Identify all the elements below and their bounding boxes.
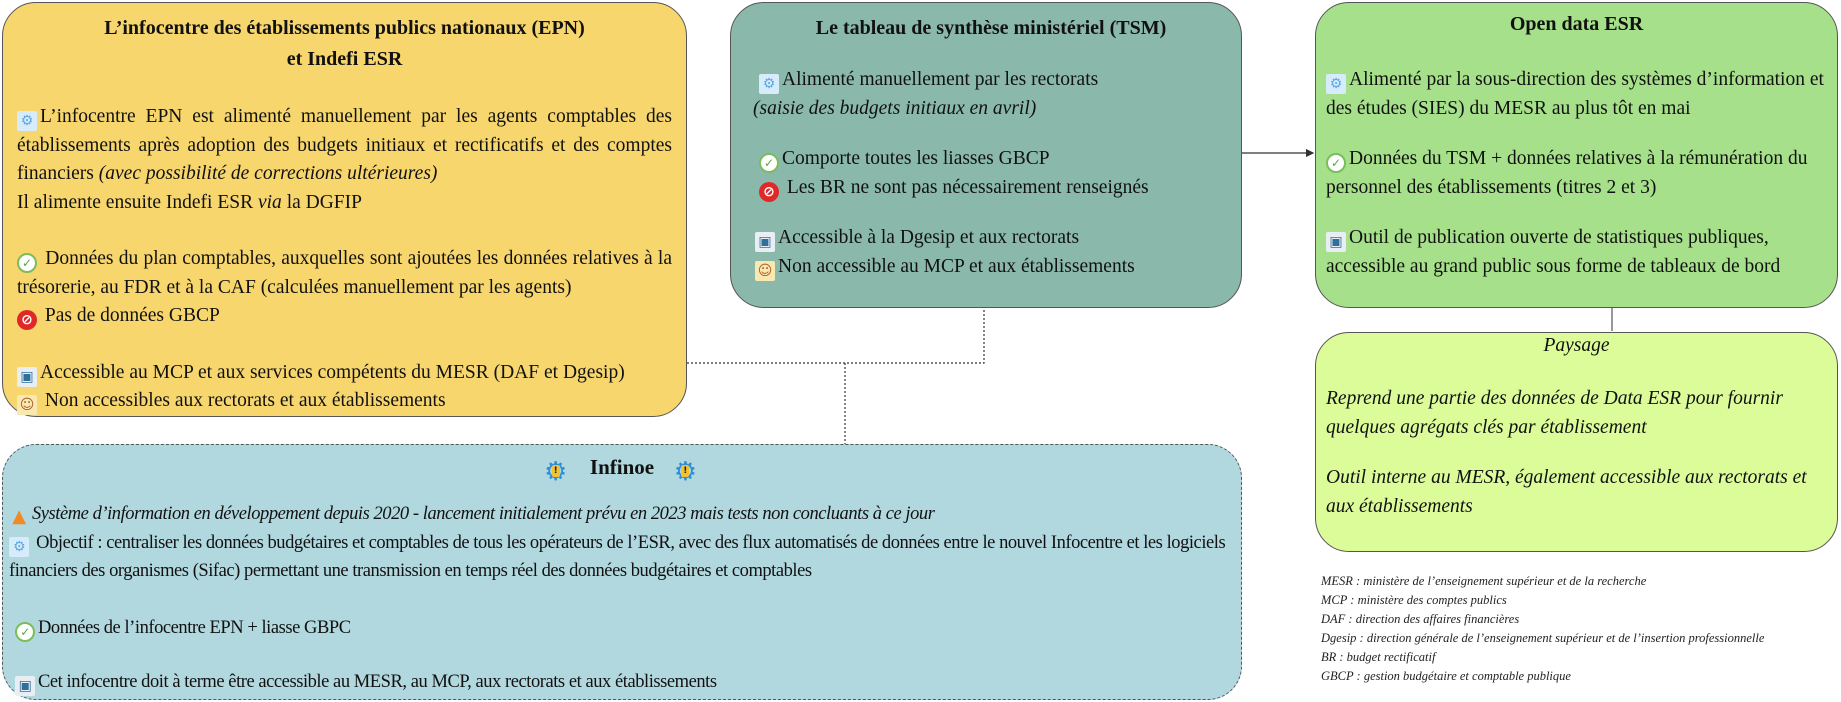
tsm-no-access: ☺Non accessible au MCP et aux établissem… (755, 253, 1223, 282)
legend-item: MCP : ministère des comptes publics (1321, 593, 1507, 607)
paysage-box: Paysage Reprend une partie des données d… (1315, 332, 1838, 552)
epn-indefi: Il alimente ensuite Indefi ESR via la DG… (17, 191, 362, 213)
tsm-title: Le tableau de synthèse ministériel (TSM) (815, 17, 1167, 39)
prohibited-icon: ⊘ (17, 310, 37, 330)
gears-icon: ⚙ (759, 74, 779, 94)
person-denied-icon: ☺ (17, 395, 37, 415)
legend-item: Dgesip : direction générale de l’enseign… (1321, 631, 1765, 645)
person-denied-icon: ☺ (755, 260, 775, 281)
paysage-desc: Reprend une partie des données de Data E… (1326, 388, 1783, 438)
legend-item: GBCP : gestion budgétaire et comptable p… (1321, 669, 1571, 683)
person-access-icon: ▣ (1326, 232, 1346, 252)
gears-icon: ⚙ (17, 111, 37, 131)
open-data-esr-box: Open data ESR ⚙Alimenté par la sous-dire… (1315, 2, 1838, 308)
tsm-no-data: ⊘ Les BR ne sont pas nécessairement rens… (759, 174, 1223, 203)
infinoe-title: ⚙ Infinoe ⚙ (9, 451, 1235, 486)
epn-title: L’infocentre des établissements publics … (104, 17, 585, 70)
tsm-data: ✓Comporte toutes les liasses GBCP (759, 145, 1223, 174)
open-data-data: ✓Données du TSM + données relatives à la… (1326, 148, 1808, 198)
infinoe-access: ▣Cet infocentre doit à terme être access… (15, 668, 1235, 697)
tsm-feed: ⚙Alimenté manuellement par les rectorats (759, 66, 1223, 95)
warning-gear-icon: ⚙ (542, 458, 570, 486)
traffic-cone-icon: ▲ (12, 506, 26, 527)
epn-data: ✓ Données du plan comptables, auxquelles… (17, 248, 672, 298)
infinoe-objective: ⚙ Objectif : centraliser les données bud… (9, 532, 1226, 581)
legend-item: MESR : ministère de l’enseignement supér… (1321, 574, 1647, 588)
abbreviations-legend: MESR : ministère de l’enseignement supér… (1321, 572, 1764, 686)
infinoe-status: ▲Système d’information en développement … (9, 500, 1235, 529)
paysage-access: Outil interne au MESR, également accessi… (1326, 467, 1807, 517)
check-icon: ✓ (1326, 153, 1346, 173)
tsm-feed-note: (saisie des budgets initiaux en avril) (753, 97, 1037, 119)
connector-epn-tsm (687, 308, 985, 364)
epn-no-access: ☺ Non accessibles aux rectorats et aux é… (17, 387, 672, 416)
infinoe-box: ⚙ Infinoe ⚙ ▲Système d’information en dé… (2, 444, 1242, 700)
open-data-feed: ⚙Alimenté par la sous-direction des syst… (1326, 69, 1824, 119)
check-icon: ✓ (17, 253, 37, 273)
person-access-icon: ▣ (755, 232, 775, 252)
gears-icon: ⚙ (1326, 74, 1346, 94)
epn-feed: ⚙L’infocentre EPN est alimenté manuellem… (17, 106, 672, 184)
warning-gear-icon: ⚙ (671, 458, 699, 486)
open-data-title: Open data ESR (1509, 13, 1644, 35)
paysage-title: Paysage (1543, 335, 1610, 356)
open-data-access: ▣Outil de publication ouverte de statist… (1326, 227, 1781, 277)
epn-infocentre-box: L’infocentre des établissements publics … (2, 2, 687, 417)
check-icon: ✓ (759, 153, 779, 173)
infinoe-data: ✓Données de l’infocentre EPN + liasse GB… (15, 614, 1235, 643)
legend-item: BR : budget rectificatif (1321, 650, 1436, 664)
person-access-icon: ▣ (17, 366, 37, 387)
person-access-icon: ▣ (15, 676, 35, 696)
tsm-box: Le tableau de synthèse ministériel (TSM)… (730, 2, 1242, 308)
gears-icon: ⚙ (9, 536, 29, 557)
legend-item: DAF : direction des affaires financières (1321, 612, 1520, 626)
check-icon: ✓ (15, 621, 35, 642)
epn-no-data: ⊘ Pas de données GBCP (17, 302, 672, 331)
prohibited-icon: ⊘ (759, 181, 779, 202)
epn-access: ▣Accessible au MCP et aux services compé… (17, 359, 672, 388)
tsm-access: ▣Accessible à la Dgesip et aux rectorats (755, 224, 1223, 253)
